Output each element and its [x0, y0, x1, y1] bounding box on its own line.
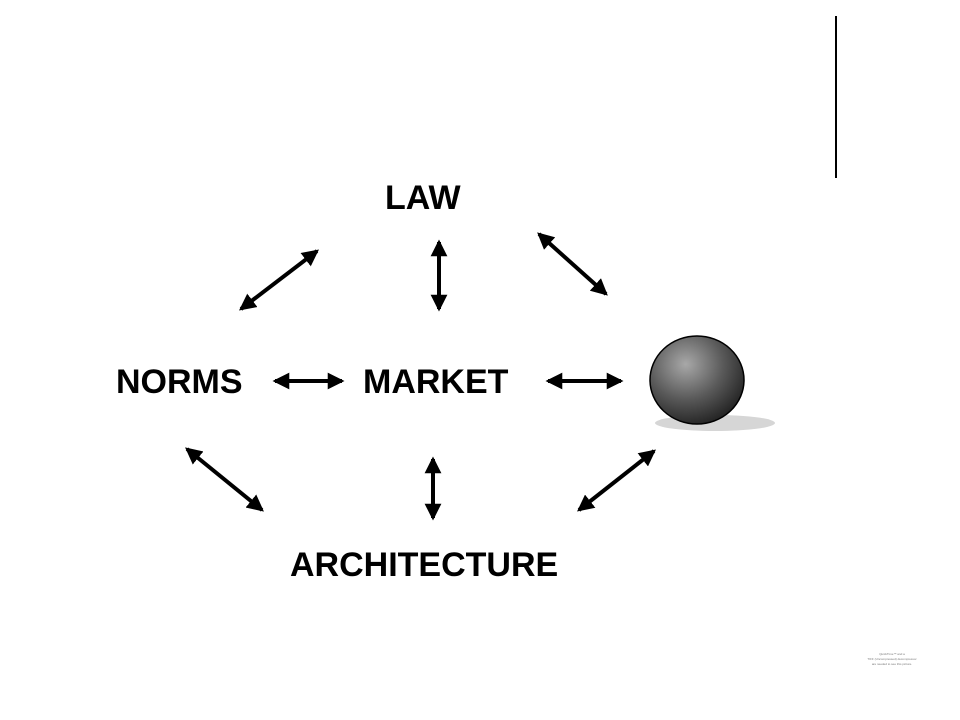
missing-image-placeholder-note: QuickTime™ and a TIFF (Uncompressed) dec… — [852, 652, 932, 667]
node-label-law: LAW — [385, 179, 461, 217]
node-label-architecture: ARCHITECTURE — [290, 546, 559, 584]
node-label-norms: NORMS — [116, 363, 243, 401]
placeholder-note-line: are needed to see this picture. — [871, 662, 913, 666]
arrow-law-norms — [238, 249, 320, 311]
placeholder-note-line: QuickTime™ and a — [879, 652, 905, 656]
arrow-law-subject — [537, 232, 608, 296]
arrow-norms-architecture — [185, 447, 264, 512]
vertical-divider-line — [835, 16, 837, 178]
placeholder-note-line: TIFF (Uncompressed) decompressor — [867, 657, 917, 661]
sphere-subject-icon — [649, 335, 745, 425]
node-label-market: MARKET — [363, 363, 509, 401]
arrow-subject-architecture — [577, 449, 656, 512]
